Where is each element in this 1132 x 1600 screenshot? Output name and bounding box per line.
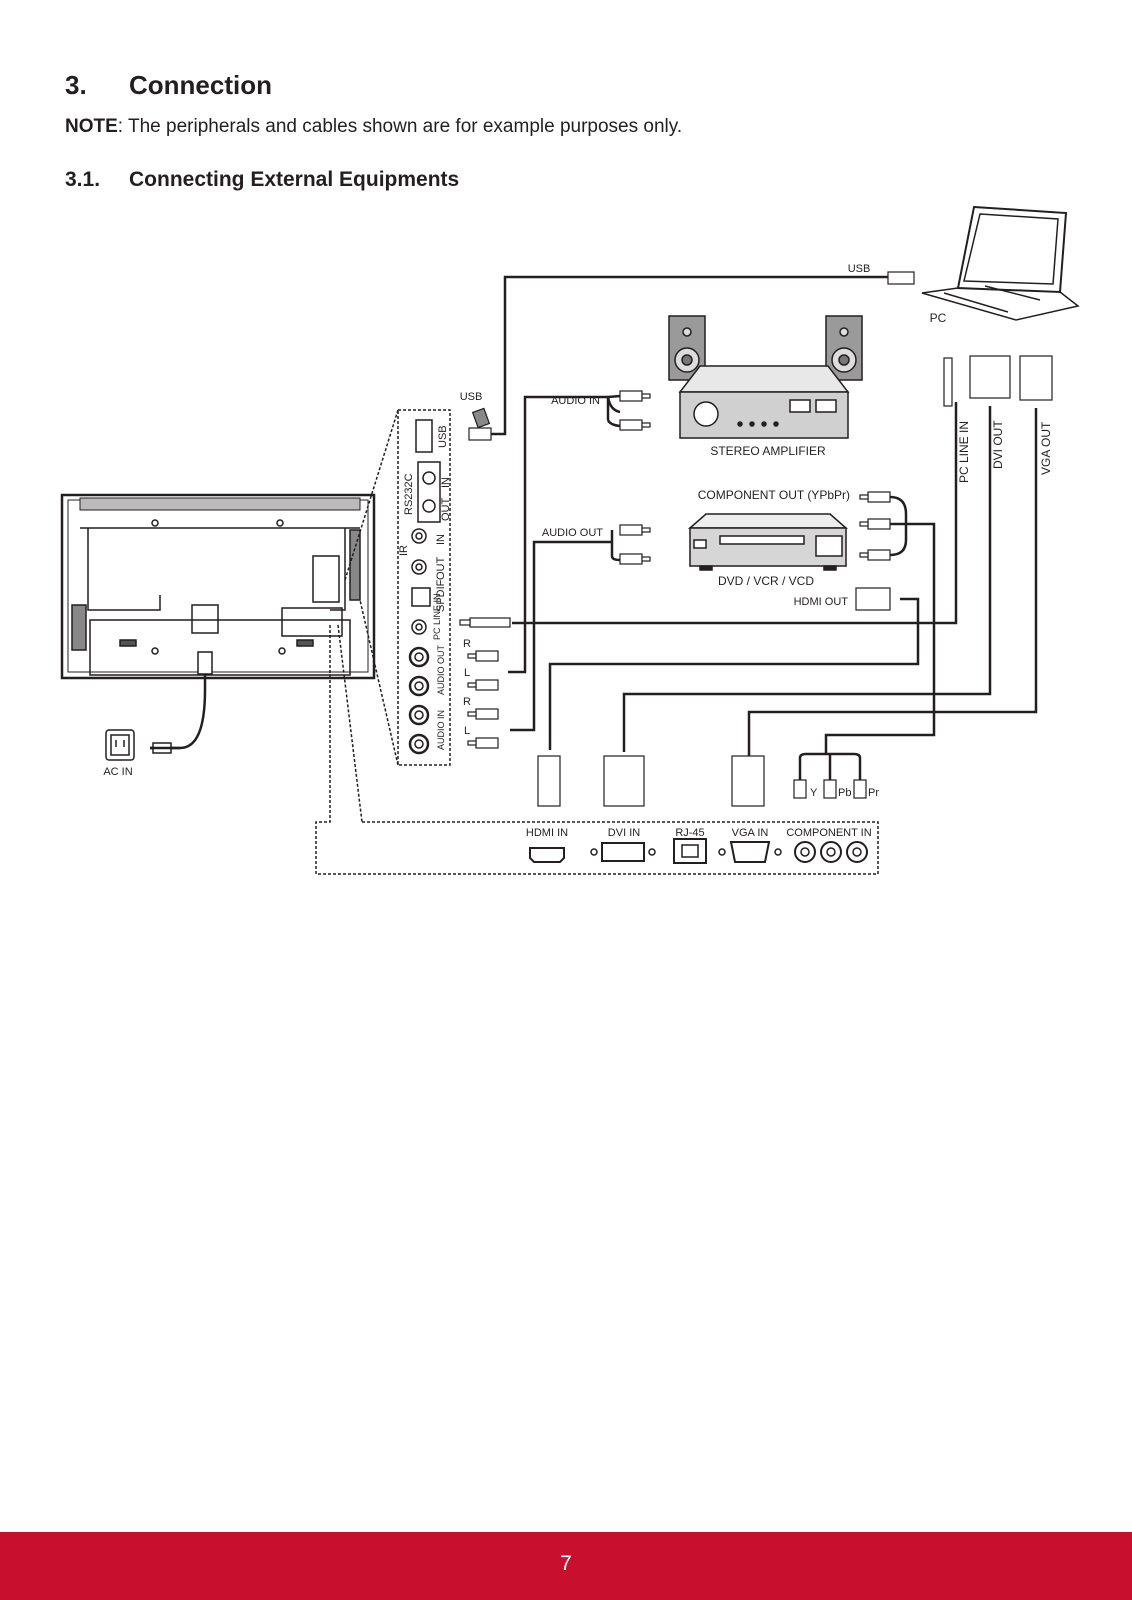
bottom-connector-panel xyxy=(315,624,879,875)
display-rear-illustration xyxy=(60,493,376,750)
note-paragraph: NOTE: The peripherals and cables shown a… xyxy=(65,116,682,138)
pr-label: Pr xyxy=(868,787,879,799)
audio-in-cable-label: AUDIO IN xyxy=(551,395,600,407)
dvi-out-label: DVI OUT xyxy=(991,420,1005,469)
usb-cable-label: USB xyxy=(848,263,871,275)
audio-out-cable-label: AUDIO OUT xyxy=(542,527,603,539)
stereo-amplifier-illustration xyxy=(668,315,863,439)
subsection-title: Connecting External Equipments xyxy=(129,168,460,191)
ac-in-label: AC IN xyxy=(103,766,132,778)
pb-label: Pb xyxy=(838,787,851,799)
panel-audio-out-label: AUDIO OUT xyxy=(436,644,446,695)
panel-rs232c-out-label: OUT xyxy=(440,498,452,522)
panel-ir-out-label: OUT xyxy=(435,557,447,581)
side-connector-panel xyxy=(344,409,451,766)
dvd-player-label: DVD / VCR / VCD xyxy=(718,574,814,588)
dvi-in-label: DVI IN xyxy=(608,827,640,839)
pc-line-in-cable-label: PC LINE IN xyxy=(957,421,971,483)
panel-usb-label: USB xyxy=(437,425,449,448)
panel-rs232c-label: RS232C xyxy=(403,473,415,515)
stereo-amplifier-label: STEREO AMPLIFIER xyxy=(710,444,826,458)
section-number: 3. xyxy=(65,70,87,100)
l-label-audio-out: L xyxy=(464,667,470,679)
section-title: Connection xyxy=(129,70,272,100)
subsection-number: 3.1. xyxy=(65,168,101,191)
note-text: : The peripherals and cables shown are f… xyxy=(117,116,683,137)
panel-pc-line-in-label: PC LINE IN xyxy=(432,593,442,640)
ac-outlet-icon xyxy=(105,729,180,761)
panel-ir-in-label: IN xyxy=(435,534,447,545)
cable-plugs xyxy=(459,271,1053,807)
component-out-label: COMPONENT OUT (YPbPr) xyxy=(698,488,850,502)
page-footer: 7 xyxy=(0,1532,1132,1600)
cables xyxy=(150,275,1038,780)
panel-spdif-label: SPDIF xyxy=(435,579,447,612)
vga-in-label: VGA IN xyxy=(732,827,769,839)
usb-plug-label: USB xyxy=(460,391,483,403)
panel-audio-in-label: AUDIO IN xyxy=(436,710,446,750)
hdmi-out-label: HDMI OUT xyxy=(794,596,849,608)
y-label: Y xyxy=(810,787,818,799)
connection-diagram: AC IN USB RS232C IN OUT IR IN OUT SPDIF … xyxy=(60,205,1080,875)
component-in-label: COMPONENT IN xyxy=(786,827,871,839)
page-number: 7 xyxy=(560,1552,572,1575)
l-label-audio-in: L xyxy=(464,725,470,737)
pc-label: PC xyxy=(930,311,947,325)
dvd-player-illustration xyxy=(688,513,848,571)
panel-rs232c-in-label: IN xyxy=(440,477,452,488)
r-label-audio-out: R xyxy=(463,638,471,650)
vga-out-label: VGA OUT xyxy=(1039,421,1053,475)
hdmi-in-label: HDMI IN xyxy=(526,827,568,839)
panel-ir-label: IR xyxy=(398,545,410,556)
note-label: NOTE xyxy=(65,116,118,137)
laptop-illustration xyxy=(921,205,1080,321)
r-label-audio-in: R xyxy=(463,696,471,708)
rj45-label: RJ-45 xyxy=(675,827,704,839)
